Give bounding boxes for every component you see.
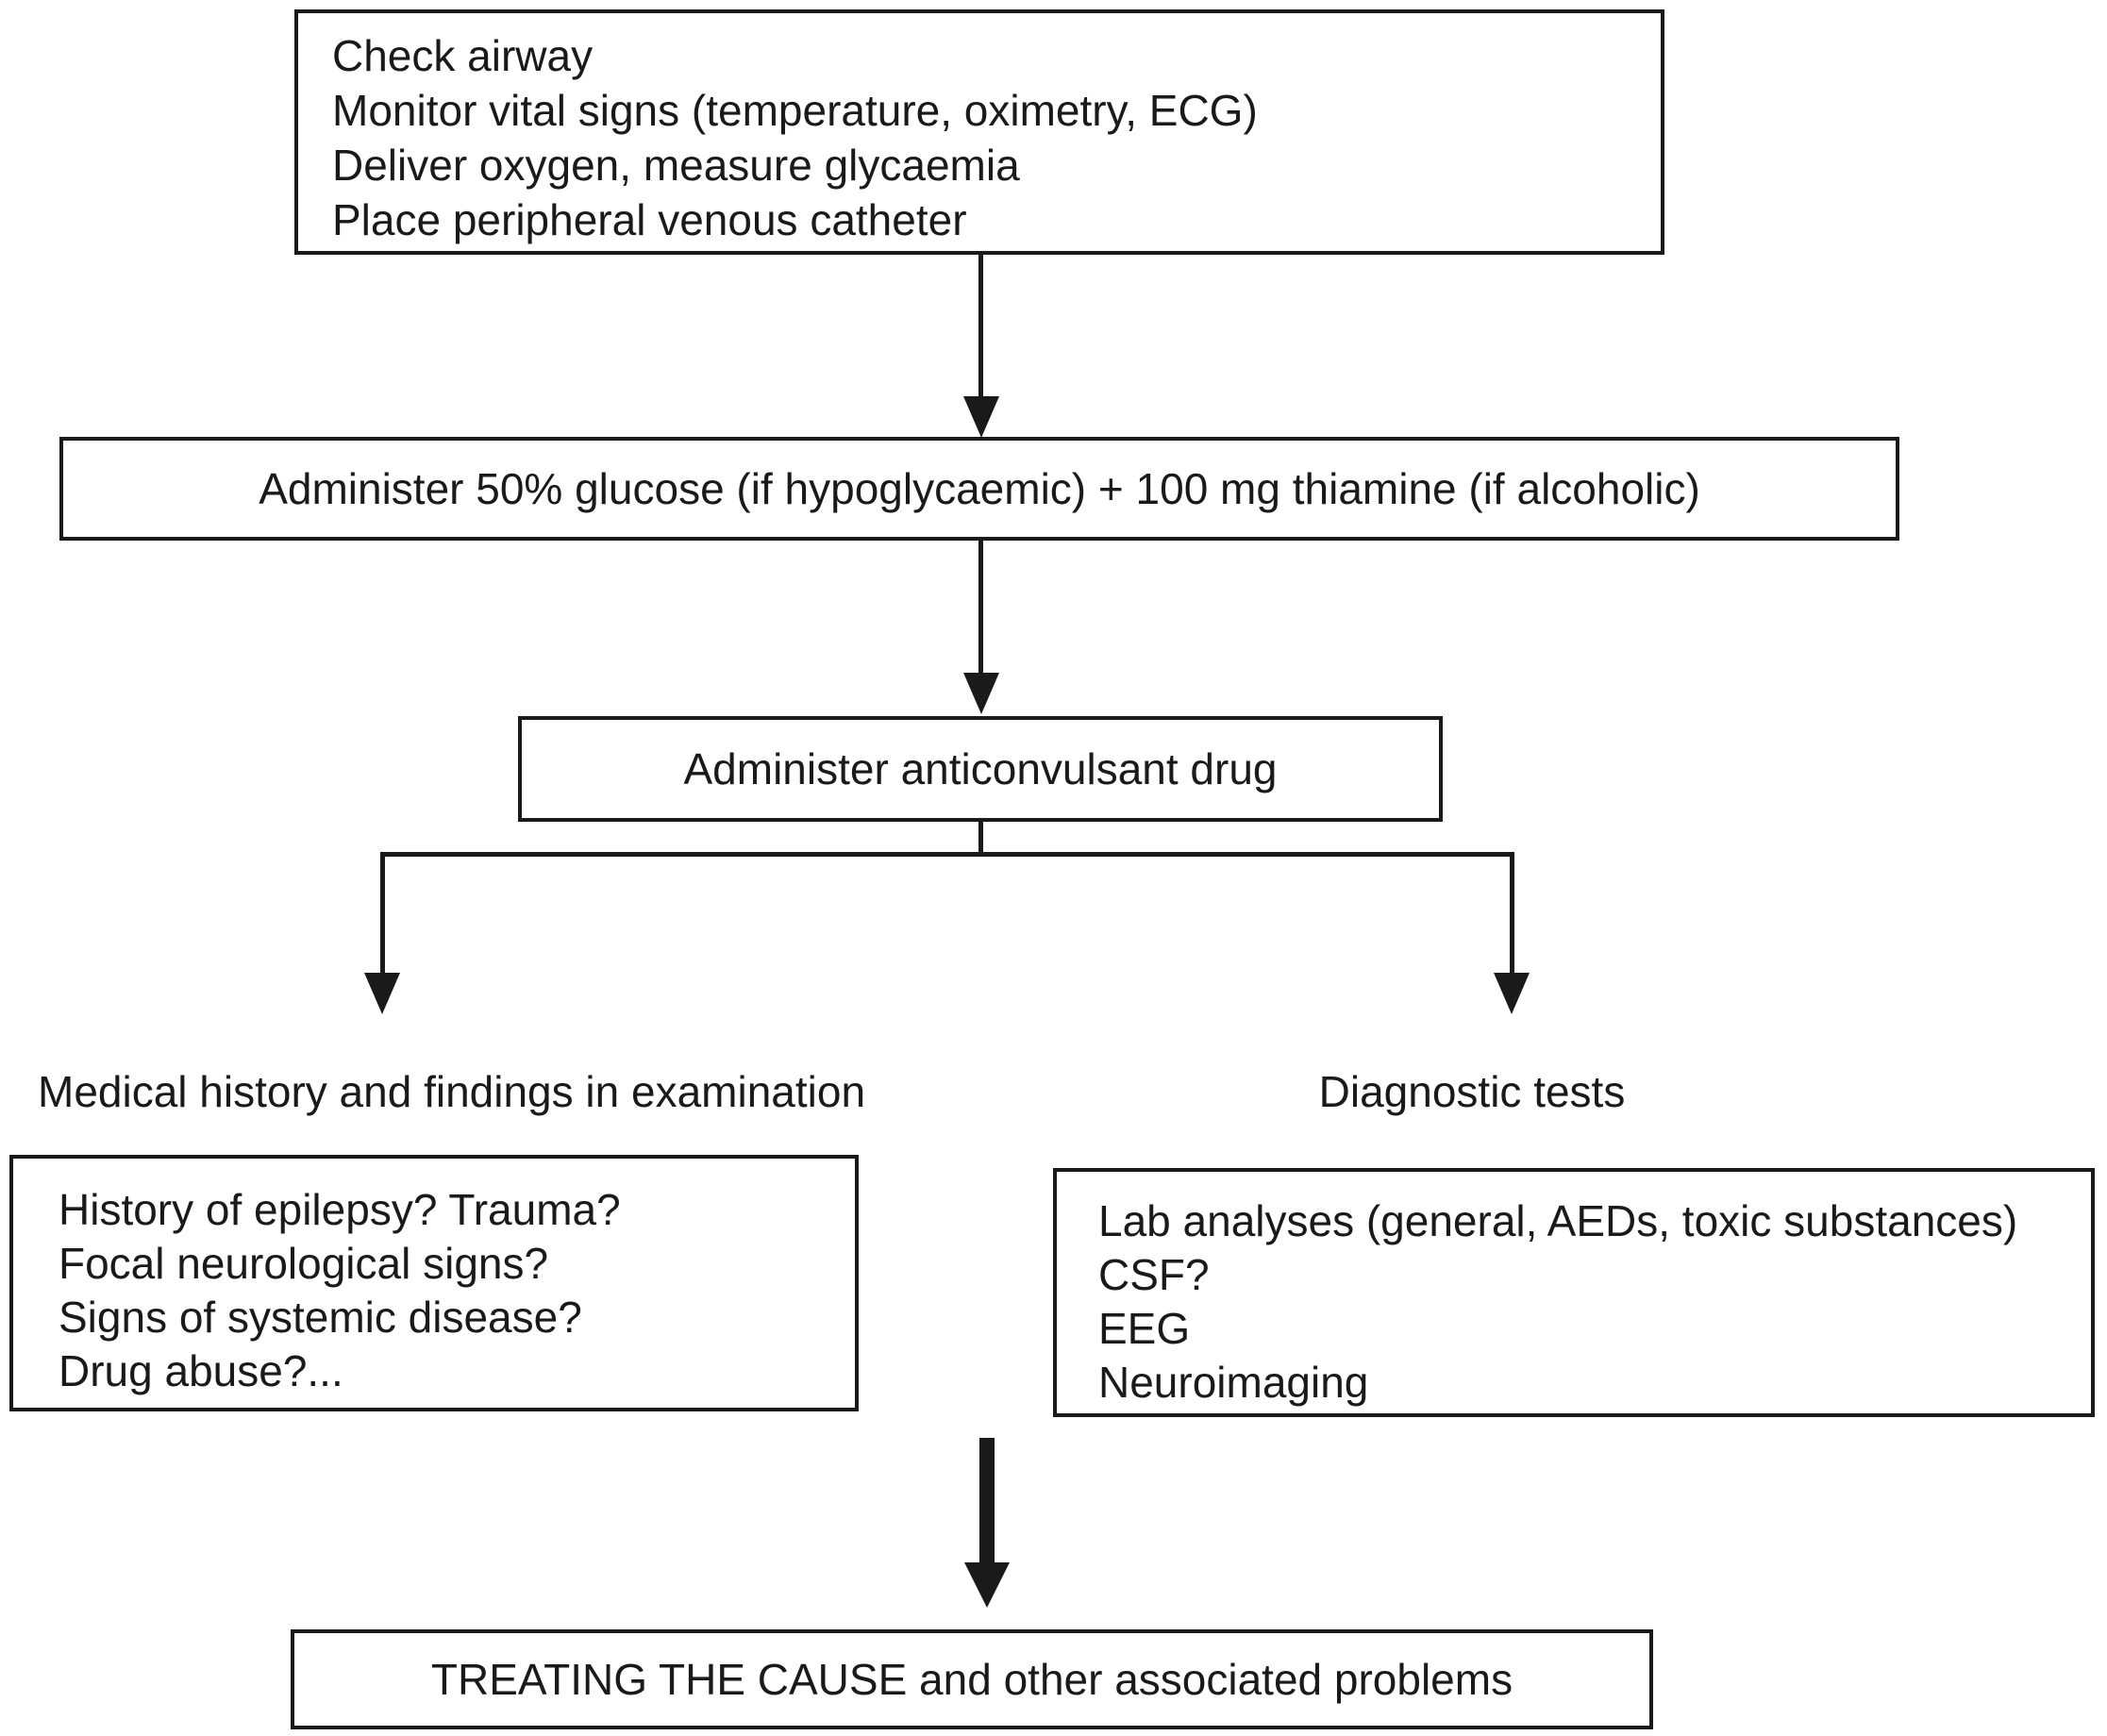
label-diagnostic-tests: Diagnostic tests <box>1318 1067 1626 1116</box>
branch-connector-stub <box>978 822 983 856</box>
initial-measures-line-3: Deliver oxygen, measure glycaemia <box>332 141 1020 190</box>
box-glucose-thiamine: Administer 50% glucose (if hypoglycaemic… <box>59 437 1899 541</box>
diagnostic-line-4: Neuroimaging <box>1098 1358 1369 1407</box>
branch-left-head-icon <box>364 973 400 1014</box>
box-anticonvulsant: Administer anticonvulsant drug <box>518 716 1443 822</box>
arrow-to-treating-head-icon <box>964 1562 1010 1608</box>
initial-measures-line-1: Check airway <box>332 31 594 80</box>
branch-connector-horizontal <box>380 852 1514 857</box>
diagnostic-line-1: Lab analyses (general, AEDs, toxic subst… <box>1098 1196 2018 1245</box>
history-line-3: Signs of systemic disease? <box>59 1293 582 1342</box>
initial-measures-line-4: Place peripheral venous catheter <box>332 195 967 244</box>
arrow-to-treating-stem <box>979 1438 995 1564</box>
glucose-thiamine-text: Administer 50% glucose (if hypoglycaemic… <box>259 464 1700 513</box>
branch-right-head-icon <box>1494 973 1530 1014</box>
treating-cause-text: TREATING THE CAUSE and other associated … <box>430 1655 1513 1704</box>
history-line-2: Focal neurological signs? <box>59 1239 549 1288</box>
history-line-4: Drug abuse?... <box>59 1346 343 1395</box>
history-line-1: History of epilepsy? Trauma? <box>59 1185 621 1234</box>
branch-left-stem <box>380 852 385 975</box>
arrow-glucose-to-anticonvulsant-head-icon <box>963 673 999 714</box>
arrow-initial-to-glucose-stem <box>978 255 983 398</box>
arrow-glucose-to-anticonvulsant-stem <box>978 541 983 675</box>
arrow-initial-to-glucose-head-icon <box>963 396 999 438</box>
box-diagnostic-tests: Lab analyses (general, AEDs, toxic subst… <box>1053 1168 2095 1417</box>
branch-right-stem <box>1510 852 1514 975</box>
box-history-findings: History of epilepsy? Trauma? Focal neuro… <box>9 1155 859 1411</box>
diagnostic-line-3: EEG <box>1098 1304 1191 1353</box>
box-treating-cause: TREATING THE CAUSE and other associated … <box>291 1629 1653 1729</box>
initial-measures-line-2: Monitor vital signs (temperature, oximet… <box>332 86 1258 135</box>
box-initial-measures: Check airway Monitor vital signs (temper… <box>294 9 1664 255</box>
anticonvulsant-text: Administer anticonvulsant drug <box>683 744 1278 793</box>
diagnostic-line-2: CSF? <box>1098 1250 1210 1299</box>
label-medical-history: Medical history and findings in examinat… <box>38 1067 866 1116</box>
